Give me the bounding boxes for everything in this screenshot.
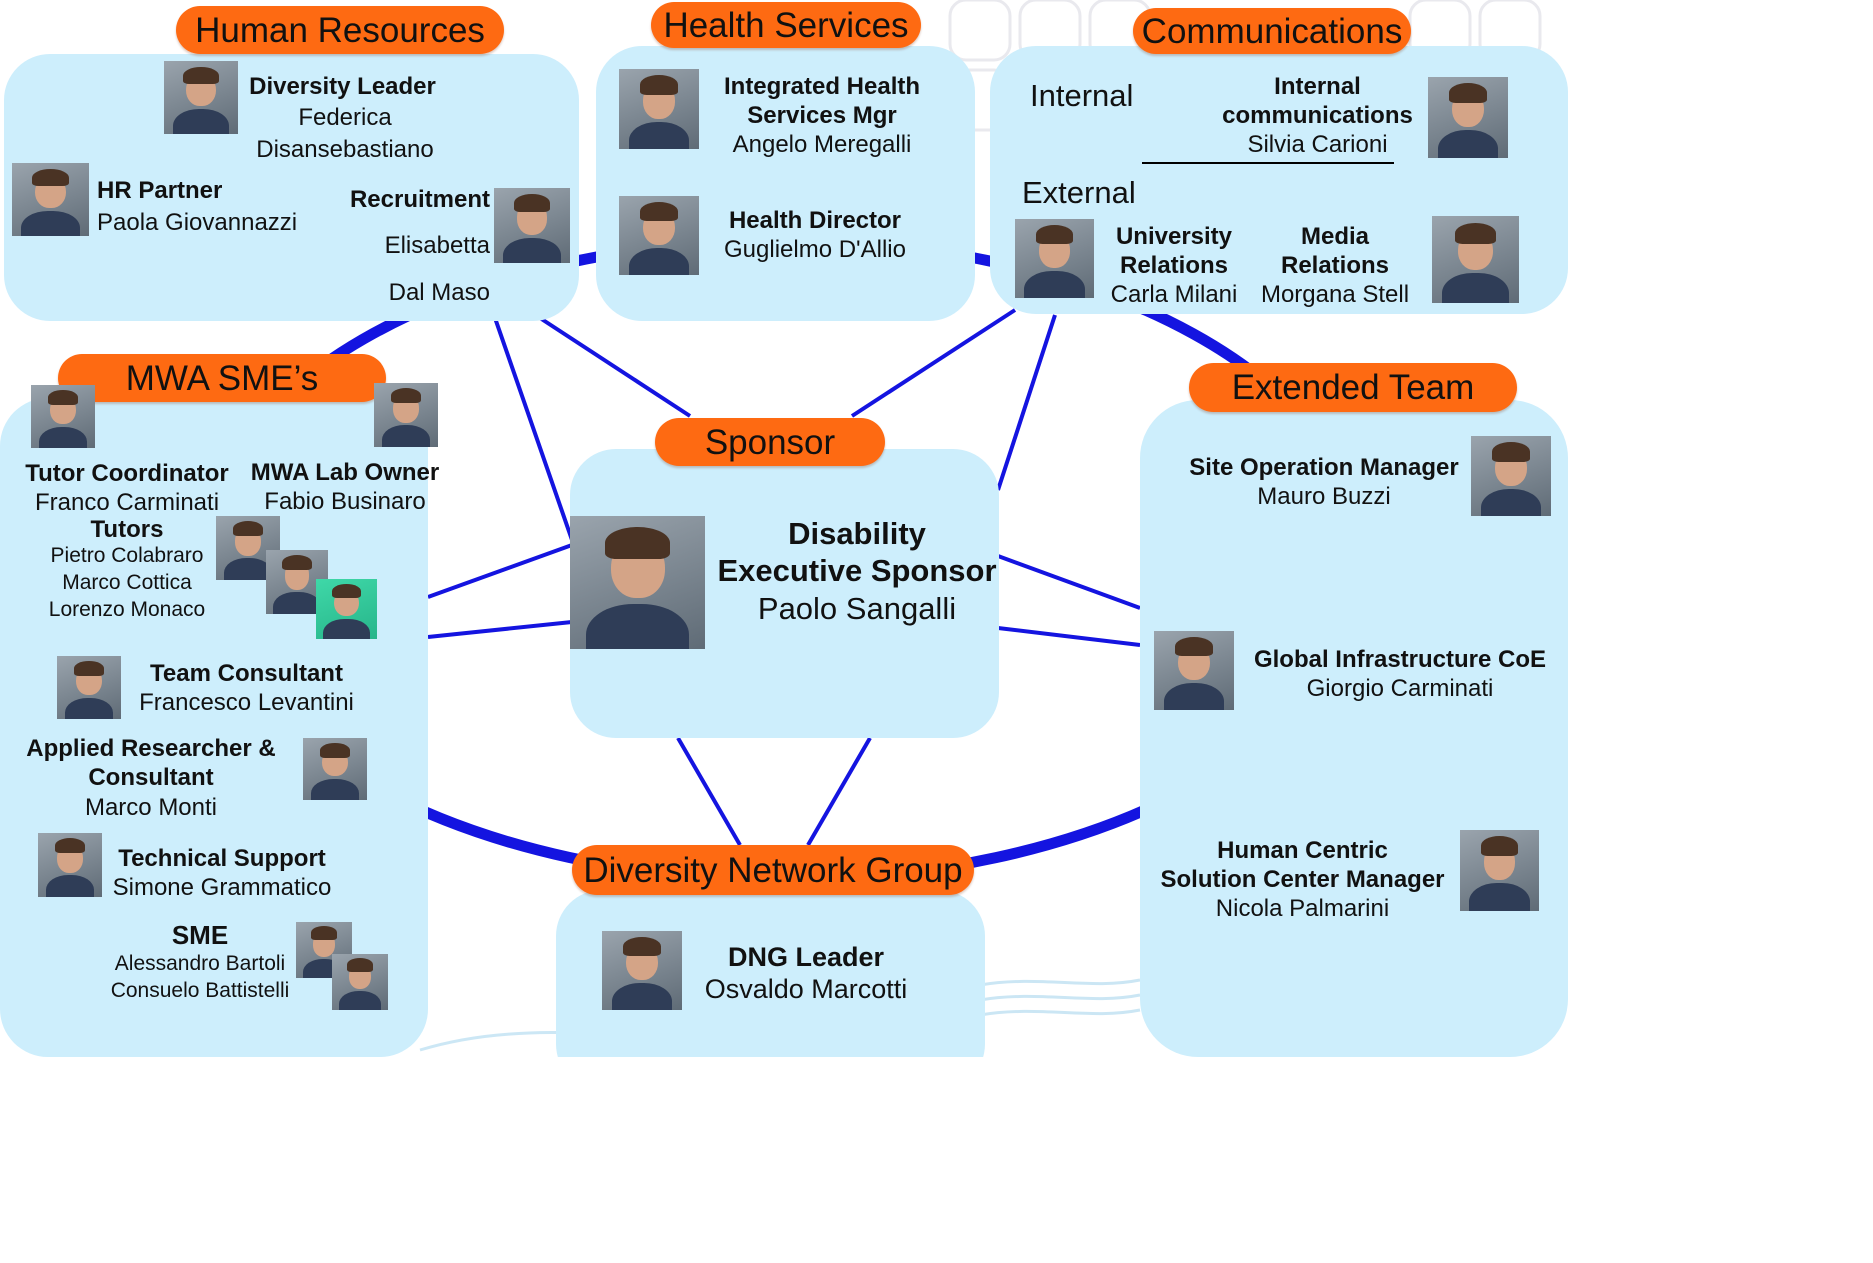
link-ext-upper	[997, 554, 1141, 610]
internal-comms-role-2: communications	[1222, 102, 1413, 129]
recruitment-name-2: Dal Maso	[388, 279, 490, 306]
health-services-label: Health Services	[651, 2, 921, 48]
org-diagram: Human Resources Diversity Leader Federic…	[0, 0, 1568, 1057]
dng-leader-name: Osvaldo Marcotti	[704, 974, 908, 1004]
university-relations-name: Carla Milani	[1110, 281, 1238, 308]
tutor-photo-2	[266, 550, 328, 614]
recruitment-name-1: Elisabetta	[384, 232, 490, 259]
tutor-coordinator-name: Franco Carminati	[34, 489, 220, 516]
site-ops-role: Site Operation Manager	[1189, 454, 1459, 481]
integrated-health-mgr-photo	[619, 69, 699, 149]
internal-divider	[1142, 162, 1394, 164]
link-mwa-upper	[427, 543, 573, 599]
diversity-leader-photo	[164, 61, 238, 134]
integrated-health-role-2: Services Mgr	[747, 102, 897, 129]
team-consultant-name: Francesco Levantini	[139, 689, 354, 716]
link-comms-left	[850, 308, 1017, 418]
diversity-leader-role: Diversity Leader	[249, 73, 436, 100]
tutor-name-1: Pietro Colabraro	[50, 544, 204, 567]
link-dng-right	[806, 736, 872, 847]
health-director-name: Guglielmo D'Allio	[724, 236, 906, 263]
global-infra-name: Giorgio Carminati	[1306, 675, 1494, 702]
link-dng-left	[676, 736, 742, 847]
sponsor-role-2: Executive Sponsor	[717, 553, 997, 588]
sponsor-name: Paolo Sangalli	[757, 591, 957, 626]
recruitment-role: Recruitment	[349, 186, 490, 213]
site-ops-name: Mauro Buzzi	[1257, 483, 1391, 510]
internal-comms-photo	[1428, 77, 1508, 158]
human-centric-name: Nicola Palmarini	[1215, 895, 1390, 922]
hr-partner-role: HR Partner	[97, 177, 223, 204]
applied-researcher-photo	[303, 738, 367, 800]
technical-support-photo	[38, 833, 102, 897]
external-heading: External	[1022, 175, 1136, 210]
recruitment-photo	[494, 188, 570, 263]
link-ext-lower	[997, 626, 1141, 647]
integrated-health-name: Angelo Meregalli	[732, 131, 912, 158]
health-director-photo	[619, 196, 699, 275]
mwa-smes-label: MWA SME’s	[58, 354, 386, 402]
media-relations-role-1: Media	[1300, 223, 1369, 250]
internal-heading: Internal	[1030, 78, 1134, 113]
human-centric-photo	[1460, 830, 1539, 911]
technical-support-role: Technical Support	[118, 845, 326, 872]
extended-team-label: Extended Team	[1189, 363, 1517, 412]
site-ops-photo	[1471, 436, 1551, 516]
dng-label: Diversity Network Group	[572, 845, 974, 895]
tutor-coordinator-role: Tutor Coordinator	[25, 460, 229, 487]
sponsor-photo	[570, 516, 705, 649]
communications-label: Communications	[1133, 8, 1411, 54]
team-consultant-photo	[57, 656, 121, 719]
sme-name-1: Alessandro Bartoli	[114, 952, 286, 975]
global-infra-role: Global Infrastructure CoE	[1253, 646, 1547, 673]
link-comms-right	[996, 314, 1057, 491]
human-centric-role-1: Human Centric	[1217, 837, 1388, 864]
dng-leader-photo	[602, 931, 682, 1010]
health-director-role: Health Director	[728, 207, 902, 234]
internal-comms-role-1: Internal	[1274, 73, 1361, 100]
media-relations-role-2: Relations	[1280, 252, 1390, 279]
tutor-coordinator-photo	[31, 385, 95, 448]
human-centric-role-2: Solution Center Manager	[1160, 866, 1445, 893]
media-relations-name: Morgana Stell	[1260, 281, 1410, 308]
hr-partner-photo	[12, 163, 89, 236]
sme-role: SME	[171, 920, 229, 950]
tutor-name-2: Marco Cottica	[62, 571, 192, 594]
sponsor-role-1: Disability	[788, 516, 926, 551]
tutor-name-3: Lorenzo Monaco	[48, 598, 206, 621]
media-relations-photo	[1432, 216, 1519, 303]
university-relations-role-2: Relations	[1119, 252, 1229, 279]
applied-researcher-role-2: Consultant	[88, 764, 214, 791]
lab-owner-role: MWA Lab Owner	[250, 459, 440, 486]
sme-name-2: Consuelo Battistelli	[110, 979, 290, 1002]
university-relations-role-1: University	[1115, 223, 1233, 250]
university-relations-photo	[1015, 219, 1094, 298]
team-consultant-role: Team Consultant	[150, 660, 343, 687]
technical-support-name: Simone Grammatico	[112, 874, 332, 901]
hr-partner-name: Paola Giovannazzi	[97, 209, 298, 236]
diversity-leader-name-1: Federica	[298, 104, 392, 131]
link-hr-left	[493, 317, 574, 541]
lab-owner-name: Fabio Businaro	[264, 488, 426, 515]
link-hr-right	[538, 316, 692, 418]
link-mwa-lower	[427, 620, 573, 639]
applied-researcher-role-1: Applied Researcher &	[26, 735, 276, 762]
human-resources-panel	[4, 54, 579, 321]
human-resources-label: Human Resources	[176, 6, 504, 54]
sme-photo-2	[332, 954, 388, 1010]
tutors-role: Tutors	[90, 516, 164, 543]
global-infra-photo	[1154, 631, 1234, 710]
internal-comms-name: Silvia Carioni	[1247, 131, 1388, 158]
applied-researcher-name: Marco Monti	[84, 794, 218, 821]
diversity-leader-name-2: Disansebastiano	[256, 136, 434, 163]
dng-leader-role: DNG Leader	[727, 942, 885, 972]
lab-owner-photo	[374, 383, 438, 447]
integrated-health-role-1: Integrated Health	[723, 73, 921, 100]
mwa-smes-panel	[0, 398, 428, 1057]
sponsor-label: Sponsor	[655, 418, 885, 466]
tutor-photo-3	[316, 579, 377, 639]
